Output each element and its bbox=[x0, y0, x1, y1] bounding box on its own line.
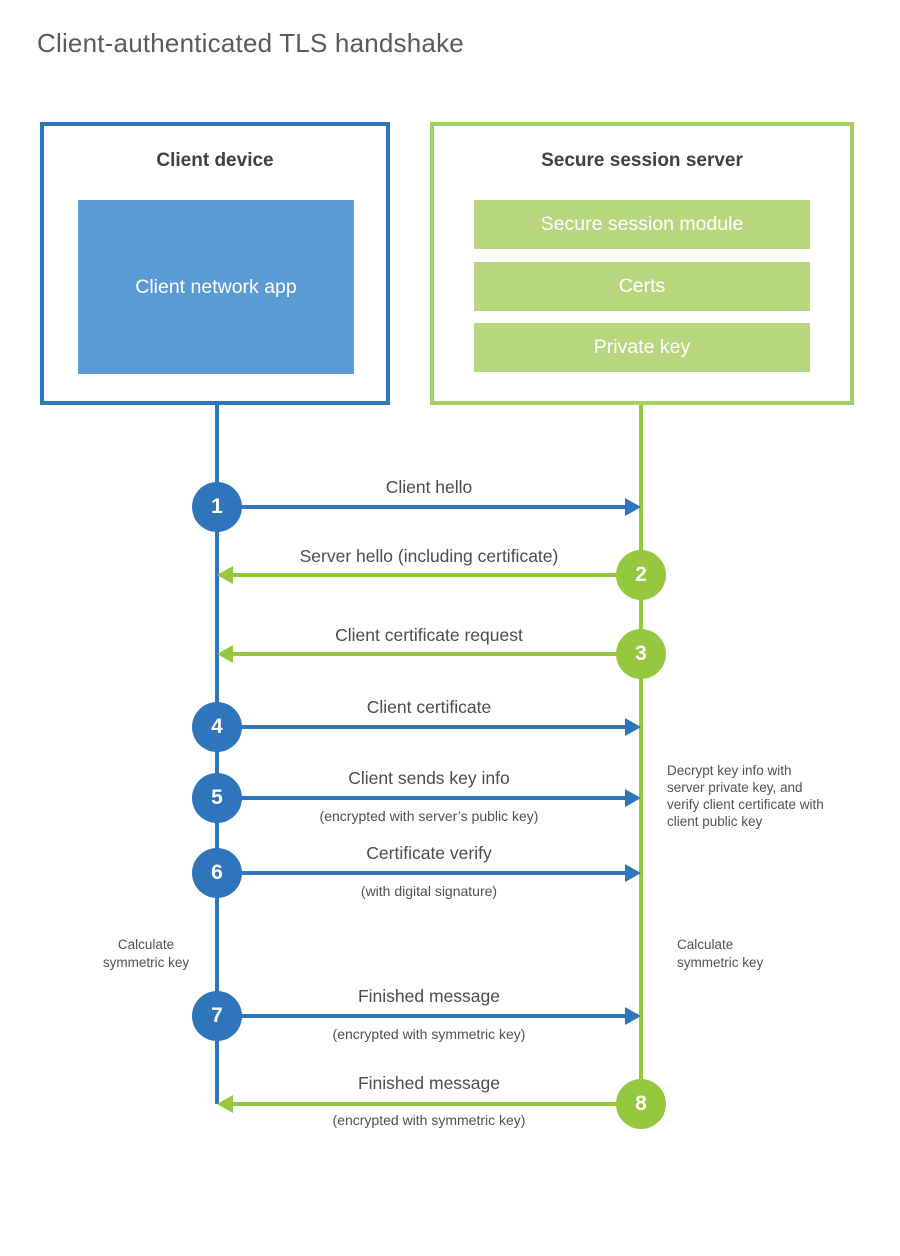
server-module-certs: Certs bbox=[474, 262, 810, 311]
client-network-app-label: Client network app bbox=[135, 275, 297, 298]
message-7-arrowhead-icon bbox=[625, 1007, 641, 1025]
step-circle-5: 5 bbox=[192, 773, 242, 823]
message-6-arrowhead-icon bbox=[625, 864, 641, 882]
client-network-app-box: Client network app bbox=[78, 200, 354, 374]
message-4-arrowhead-icon bbox=[625, 718, 641, 736]
calculate-symmetric-key-note-client: Calculate symmetric key bbox=[102, 937, 190, 970]
message-2-arrow-line bbox=[233, 573, 641, 577]
message-5-sublabel: (encrypted with server’s public key) bbox=[319, 808, 539, 824]
message-8-label: Finished message bbox=[357, 1073, 501, 1093]
step-circle-4: 4 bbox=[192, 702, 242, 752]
message-8-arrowhead-icon bbox=[217, 1095, 233, 1113]
step-circle-6: 6 bbox=[192, 848, 242, 898]
server-module-private-key: Private key bbox=[474, 323, 810, 372]
server-title: Secure session server bbox=[541, 150, 743, 171]
message-1-label: Client hello bbox=[385, 477, 473, 497]
message-2-label: Server hello (including certificate) bbox=[299, 546, 559, 566]
message-5-arrow-line bbox=[217, 796, 625, 800]
message-7-sublabel: (encrypted with symmetric key) bbox=[332, 1026, 526, 1042]
message-8-arrow-line bbox=[233, 1102, 641, 1106]
message-3-arrow-line bbox=[233, 652, 641, 656]
page-title: Client-authenticated TLS handshake bbox=[37, 28, 464, 58]
message-6-label: Certificate verify bbox=[366, 843, 492, 863]
server-lifeline bbox=[639, 405, 643, 1104]
client-device-title: Client device bbox=[156, 150, 274, 171]
message-1-arrow-line bbox=[217, 505, 625, 509]
message-7-label: Finished message bbox=[357, 986, 501, 1006]
step-circle-1: 1 bbox=[192, 482, 242, 532]
step-circle-3: 3 bbox=[616, 629, 666, 679]
step-circle-2: 2 bbox=[616, 550, 666, 600]
message-4-label: Client certificate bbox=[366, 697, 492, 717]
step-circle-8: 8 bbox=[616, 1079, 666, 1129]
step-circle-7: 7 bbox=[192, 991, 242, 1041]
message-4-arrow-line bbox=[217, 725, 625, 729]
message-3-label: Client certificate request bbox=[335, 625, 523, 645]
decrypt-key-info-note: Decrypt key info with server private key… bbox=[667, 763, 824, 829]
server-module-secure-session: Secure session module bbox=[474, 200, 810, 249]
message-2-arrowhead-icon bbox=[217, 566, 233, 584]
message-6-sublabel: (with digital signature) bbox=[360, 883, 498, 899]
message-7-arrow-line bbox=[217, 1014, 625, 1018]
client-lifeline bbox=[215, 405, 219, 1104]
message-3-arrowhead-icon bbox=[217, 645, 233, 663]
calculate-symmetric-key-note-server: Calculate symmetric key bbox=[677, 937, 764, 970]
message-6-arrow-line bbox=[217, 871, 625, 875]
message-8-sublabel: (encrypted with symmetric key) bbox=[332, 1112, 526, 1128]
message-5-label: Client sends key info bbox=[348, 768, 510, 788]
message-1-arrowhead-icon bbox=[625, 498, 641, 516]
message-5-arrowhead-icon bbox=[625, 789, 641, 807]
